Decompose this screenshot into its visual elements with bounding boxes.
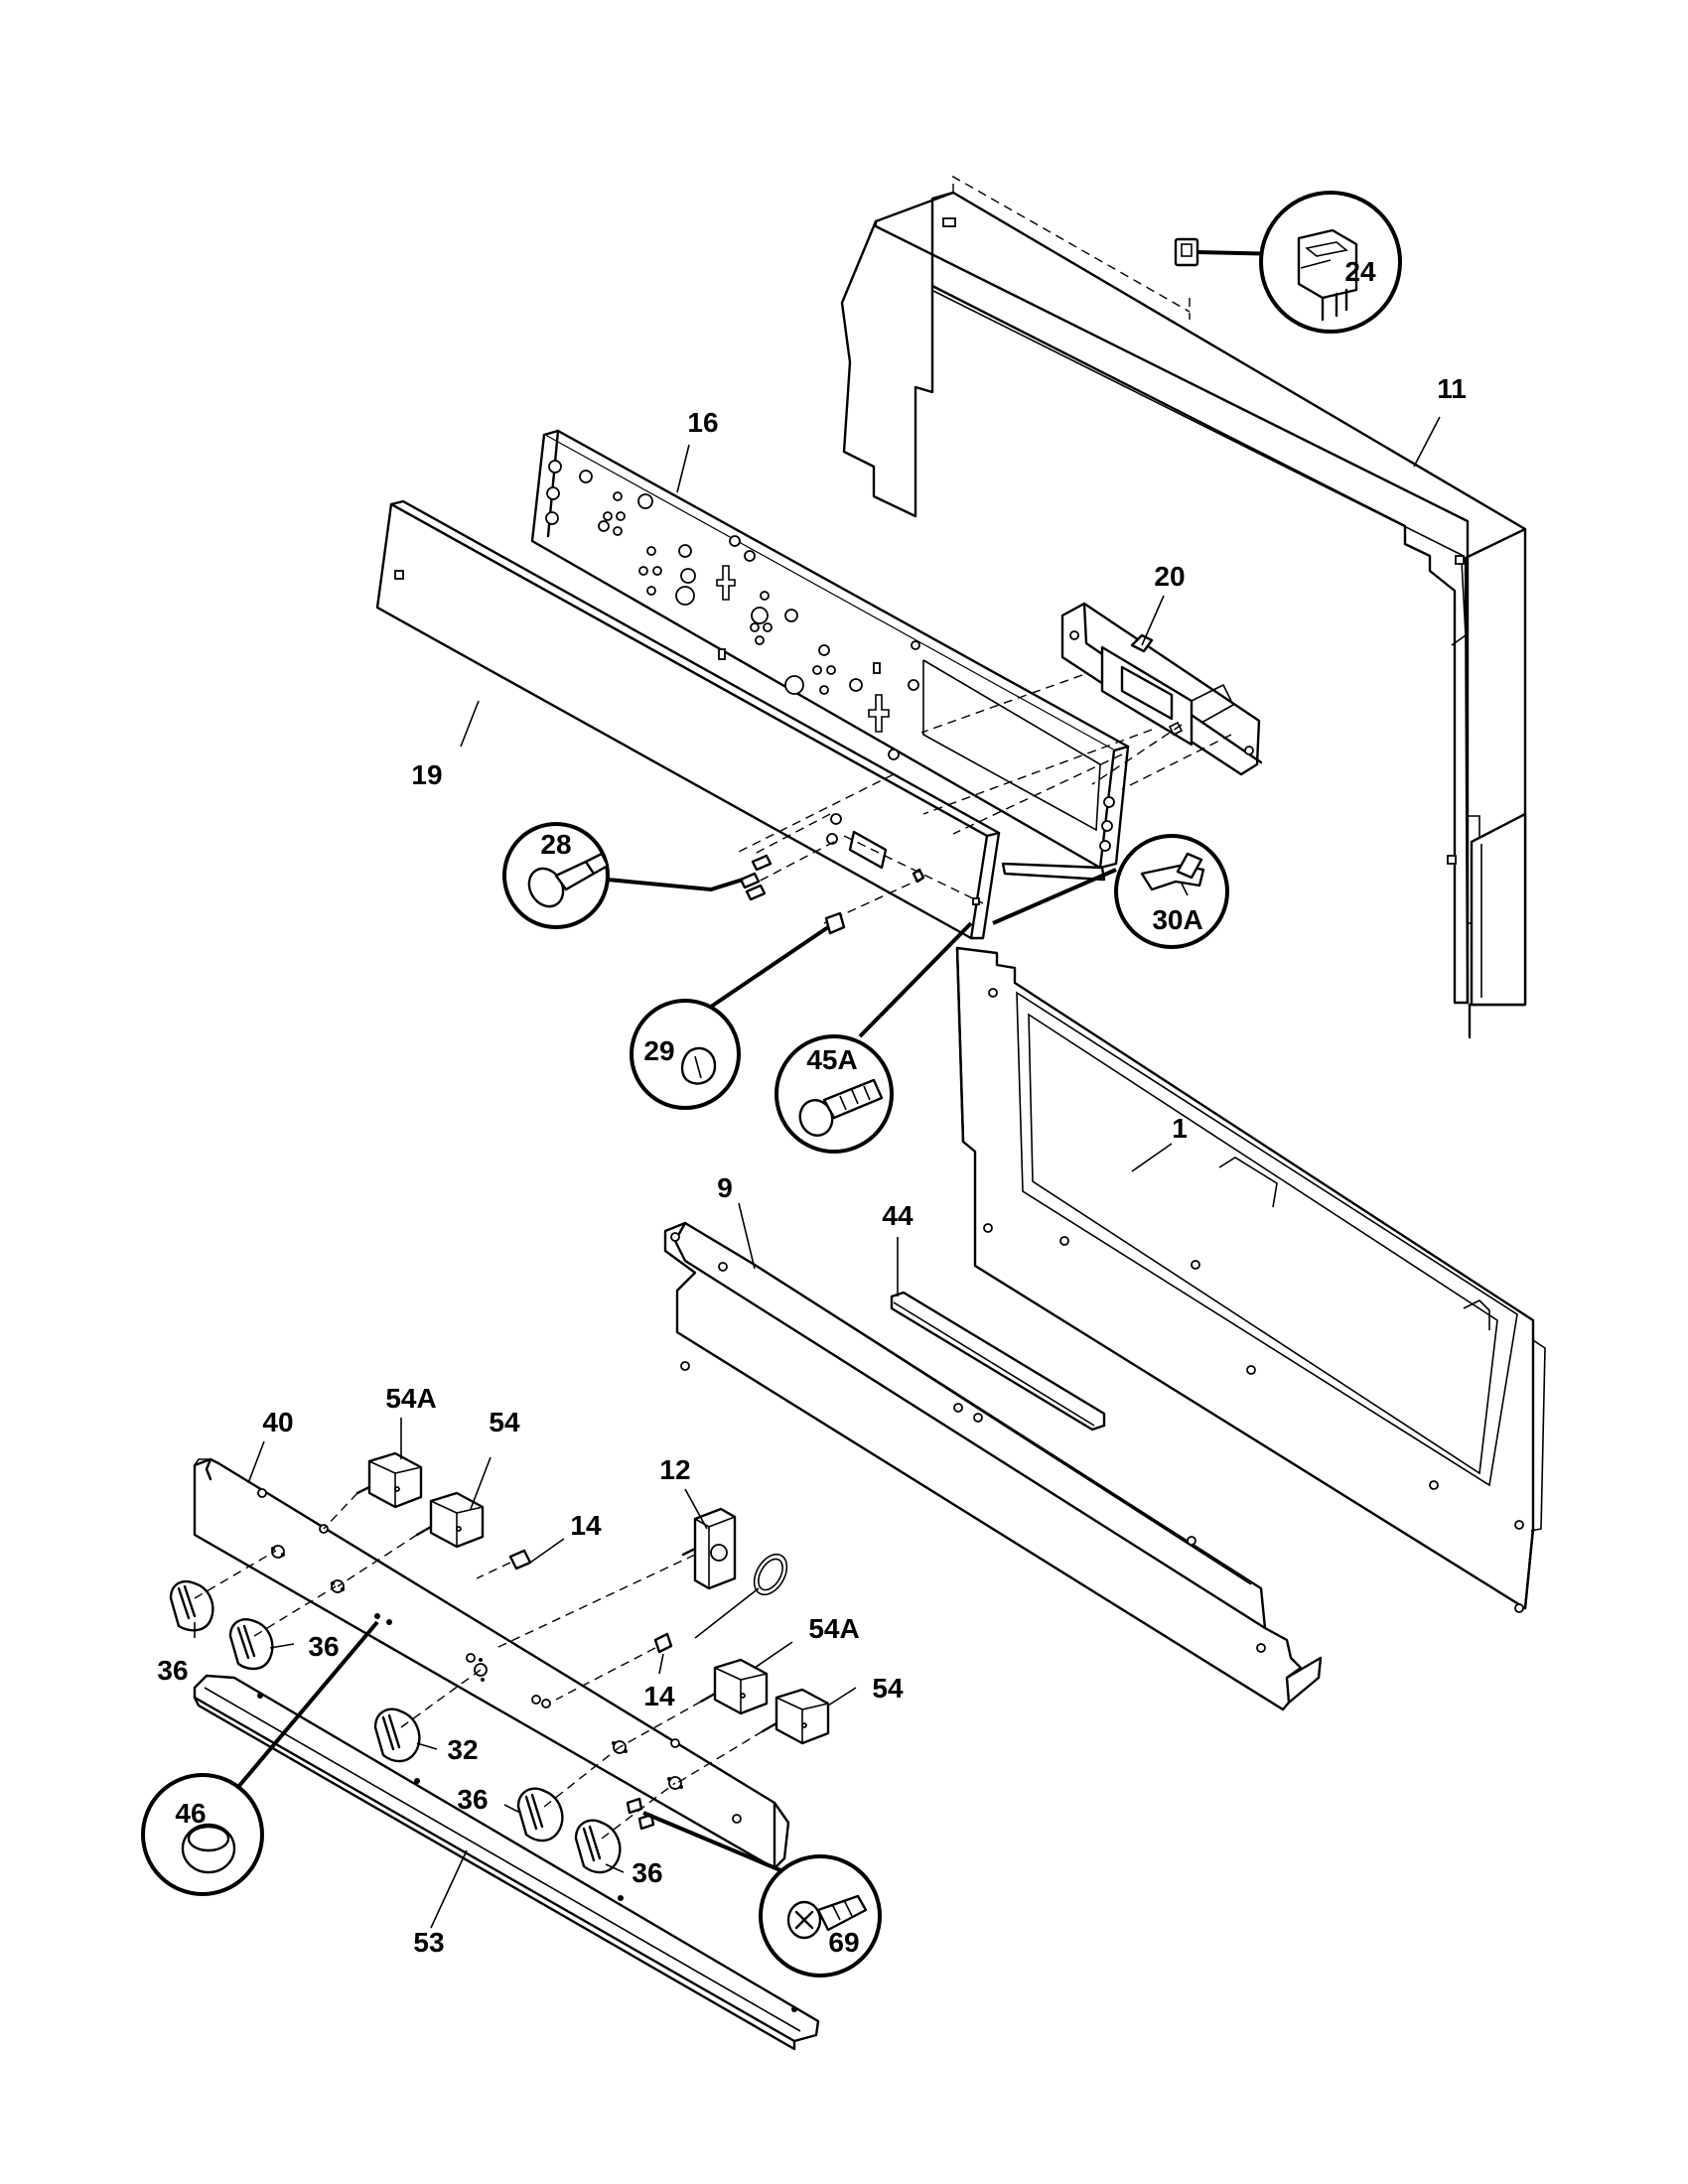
label-44: 44 bbox=[882, 1200, 914, 1231]
label-40: 40 bbox=[262, 1407, 293, 1437]
screw-28-small bbox=[739, 854, 773, 901]
label-20: 20 bbox=[1154, 561, 1185, 592]
label-29: 29 bbox=[643, 1035, 674, 1066]
label-19: 19 bbox=[411, 759, 442, 790]
switch-54-upper bbox=[415, 1491, 485, 1549]
clock-timer-module bbox=[1060, 602, 1263, 776]
knob-36-far-left bbox=[169, 1579, 214, 1632]
label-36-right: 36 bbox=[632, 1857, 662, 1888]
indicator-light-14-lower bbox=[653, 1632, 673, 1654]
switch-54A-lower bbox=[699, 1658, 769, 1715]
label-69: 69 bbox=[828, 1927, 859, 1958]
oven-front-frame bbox=[955, 946, 1546, 1613]
label-9: 9 bbox=[717, 1172, 733, 1203]
manifold-panel bbox=[663, 1221, 1323, 1711]
label-54-upper: 54 bbox=[489, 1407, 520, 1437]
knob-36-right bbox=[574, 1819, 622, 1874]
indicator-light-14-upper bbox=[508, 1549, 532, 1570]
label-1: 1 bbox=[1172, 1113, 1188, 1144]
label-28: 28 bbox=[540, 829, 571, 860]
label-54-lower: 54 bbox=[872, 1673, 904, 1704]
knob-36-center-right bbox=[516, 1787, 564, 1843]
knob-base-46-detail bbox=[181, 1823, 236, 1874]
bolt-45A-detail bbox=[798, 1078, 884, 1137]
knob-32-center bbox=[373, 1707, 421, 1763]
clip-30A-detail bbox=[1140, 852, 1205, 896]
label-36-far-left: 36 bbox=[157, 1655, 188, 1686]
label-36-center: 36 bbox=[457, 1784, 488, 1815]
knob-36-left bbox=[228, 1618, 274, 1671]
screw-28-detail bbox=[527, 852, 610, 908]
rocker-switch-small bbox=[1174, 237, 1199, 267]
label-54A-lower: 54A bbox=[808, 1613, 859, 1644]
screw-69-detail bbox=[786, 1894, 868, 1940]
control-panel-bracket bbox=[530, 429, 1130, 870]
lower-trim-strip bbox=[193, 1674, 820, 2051]
label-32: 32 bbox=[447, 1734, 478, 1765]
label-14-lower: 14 bbox=[643, 1681, 675, 1711]
switch-54-lower bbox=[761, 1688, 830, 1745]
label-11: 11 bbox=[1437, 373, 1467, 404]
control-panel-front bbox=[375, 499, 1001, 940]
knob-insert-29-detail bbox=[680, 1046, 717, 1085]
switch-54A-upper bbox=[355, 1451, 423, 1509]
label-12: 12 bbox=[659, 1454, 690, 1485]
label-54A-upper: 54A bbox=[385, 1383, 436, 1414]
lower-control-panel bbox=[193, 1457, 790, 1870]
gasket-strip bbox=[890, 1291, 1106, 1432]
label-46: 46 bbox=[175, 1798, 206, 1829]
label-24: 24 bbox=[1344, 256, 1376, 287]
label-16: 16 bbox=[687, 407, 718, 438]
label-53: 53 bbox=[413, 1927, 444, 1958]
label-45A: 45A bbox=[806, 1044, 857, 1075]
label-30A: 30A bbox=[1152, 904, 1202, 935]
thermostat-12 bbox=[681, 1507, 788, 1639]
knob-insert-29-small bbox=[824, 911, 846, 935]
label-36-left: 36 bbox=[308, 1631, 339, 1662]
backguard-panel bbox=[840, 175, 1527, 1039]
label-14-upper: 14 bbox=[570, 1510, 602, 1541]
rocker-switch-detail bbox=[1297, 228, 1358, 322]
